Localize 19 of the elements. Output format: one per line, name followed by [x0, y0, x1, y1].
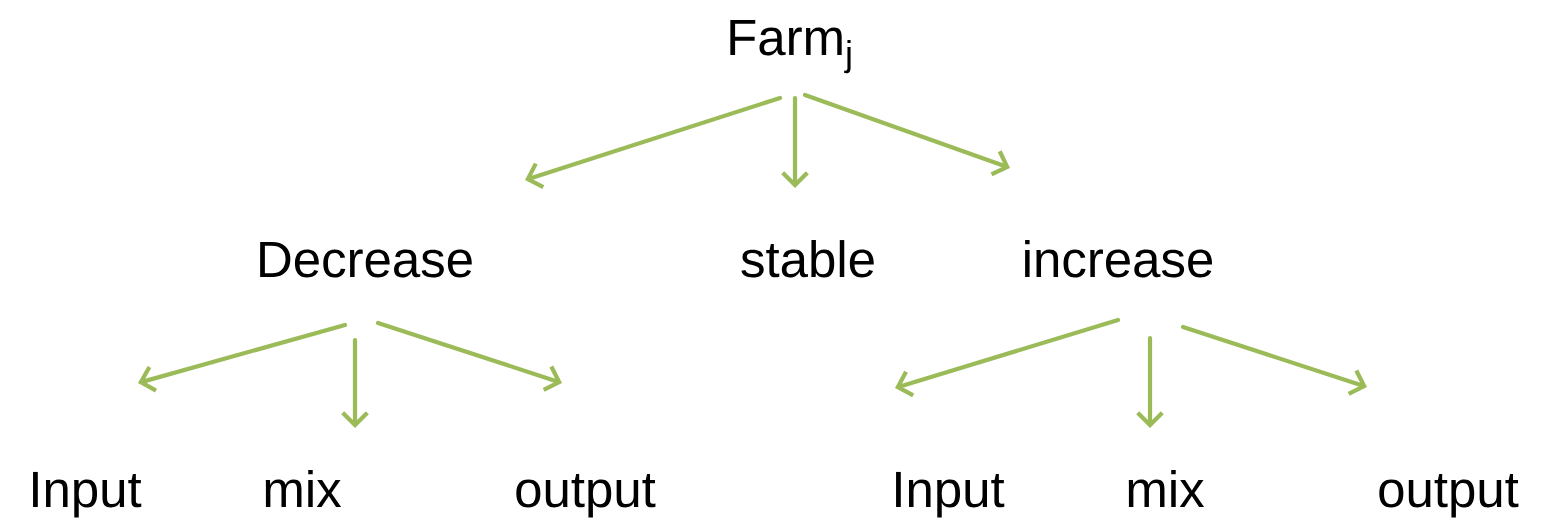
arrow — [1180, 324, 1367, 396]
arrow — [375, 320, 562, 392]
node-label: increase — [1025, 240, 1212, 278]
arrow — [138, 322, 348, 393]
arrow — [341, 337, 369, 428]
node-label: Input — [33, 471, 142, 518]
node-label: Decrease — [260, 241, 472, 278]
node-label: output — [1379, 474, 1519, 518]
node-label: mix — [1128, 470, 1205, 507]
node-label: output — [516, 474, 656, 518]
node-label: Farm$_{j}$ — [730, 19, 851, 74]
node-label: mix — [265, 470, 342, 507]
arrow — [525, 95, 783, 189]
arrow — [895, 317, 1121, 398]
node-label: Input — [896, 471, 1005, 518]
node-label: stable — [741, 240, 874, 278]
arrow — [1136, 335, 1164, 428]
arrow — [802, 92, 1010, 177]
arrow — [781, 95, 809, 188]
